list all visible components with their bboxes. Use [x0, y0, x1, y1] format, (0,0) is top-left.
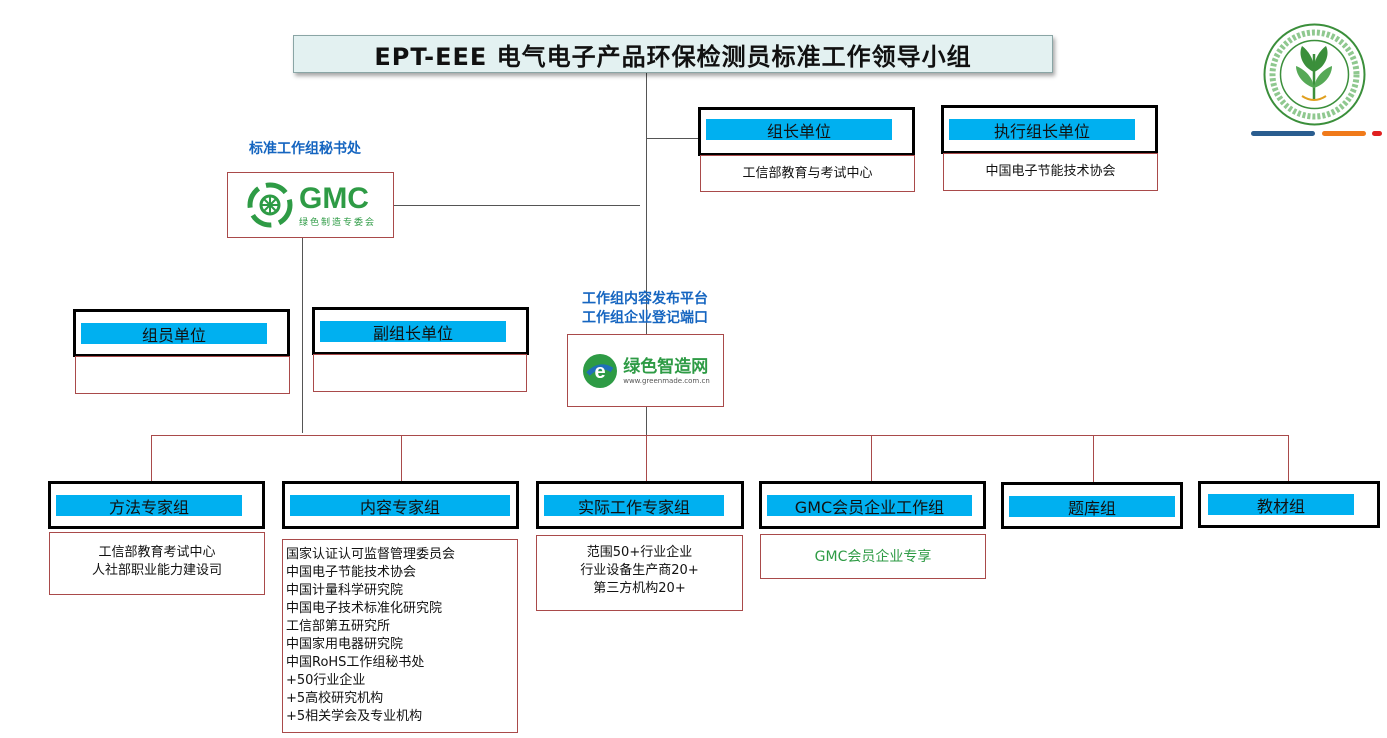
greenmade-logo-box: e 绿色智造网 www.greenmade.com.cn: [567, 334, 724, 407]
platform-label-line2: 工作组企业登记端口: [582, 310, 708, 326]
connector-groups-horizontal: [151, 435, 1289, 436]
content-group-line: +5相关学会及专业机构: [286, 709, 423, 724]
accent-bar-red: [1372, 131, 1382, 136]
method-group-line: 人社部职业能力建设司: [91, 563, 222, 578]
accent-bar-blue: [1251, 131, 1315, 136]
wheat-leaf-seal-icon: [1263, 23, 1366, 126]
content-group-line: 国家认证认可监督管理委员会: [286, 547, 456, 562]
practical-group-title: 实际工作专家组: [544, 495, 724, 517]
gmc-tagline: 绿色制造专委会: [298, 217, 376, 228]
exec-leader-header-box: 执行组长单位: [941, 105, 1158, 154]
textbook-group-header-box: 教材组: [1198, 481, 1380, 528]
vice-leader-header-box: 副组长单位: [312, 307, 529, 355]
gmc-member-group-title: GMC会员企业工作组: [767, 495, 972, 517]
member-content: [75, 356, 290, 394]
gmc-wordmark: GMC: [298, 181, 369, 215]
member-title: 组员单位: [81, 323, 267, 345]
content-group-line: 中国计量科学研究院: [286, 583, 404, 598]
content-group-line: 中国RoHS工作组秘书处: [286, 655, 425, 670]
exec-leader-title: 执行组长单位: [949, 119, 1135, 141]
connector-drop-5: [1093, 435, 1094, 482]
recycle-wheel-icon: [247, 182, 293, 228]
greenmade-url: www.greenmade.com.cn: [623, 376, 710, 385]
practical-group-line: 第三方机构20+: [593, 581, 686, 596]
connector-title-vertical: [646, 73, 647, 436]
leader-header-box: 组长单位: [698, 107, 915, 156]
content-group-line: 工信部第五研究所: [286, 619, 391, 634]
connector-drop-2: [401, 435, 402, 482]
association-logo: [1262, 22, 1367, 127]
content-group-title: 内容专家组: [290, 495, 510, 517]
connector-drop-3: [646, 435, 647, 482]
method-group-title: 方法专家组: [56, 495, 242, 517]
leader-title: 组长单位: [706, 119, 892, 141]
practical-group-line: 范围50+行业企业: [586, 545, 693, 560]
connector-drop-6: [1288, 435, 1289, 482]
content-group-line: +5高校研究机构: [286, 691, 384, 706]
content-group-content: 国家认证认可监督管理委员会 中国电子节能技术协会 中国计量科学研究院 中国电子技…: [282, 539, 518, 733]
connector-gmc-horizontal: [394, 205, 640, 206]
connector-gmc-vertical: [302, 237, 303, 433]
page-title: EPT-EEE 电气电子产品环保检测员标准工作领导小组: [293, 35, 1053, 73]
content-group-line: 中国家用电器研究院: [286, 637, 404, 652]
leader-content: 工信部教育与考试中心: [700, 155, 915, 192]
method-group-content: 工信部教育考试中心 人社部职业能力建设司: [49, 532, 265, 595]
secretariat-label: 标准工作组秘书处: [249, 141, 361, 157]
greenmade-e-icon: e: [583, 353, 618, 388]
exec-leader-content: 中国电子节能技术协会: [943, 153, 1158, 191]
vice-leader-title: 副组长单位: [320, 321, 506, 343]
connector-leader-horizontal: [646, 138, 700, 139]
content-group-line: +50行业企业: [286, 673, 366, 688]
accent-bar-orange: [1322, 131, 1366, 136]
content-group-line: 中国电子节能技术协会: [286, 565, 417, 580]
practical-group-line: 行业设备生产商20+: [580, 563, 699, 578]
textbook-group-title: 教材组: [1208, 494, 1354, 516]
question-bank-group-header-box: 题库组: [1001, 482, 1183, 529]
vice-leader-content: [313, 354, 527, 392]
connector-drop-1: [151, 435, 152, 482]
connector-drop-4: [871, 435, 872, 482]
method-group-line: 工信部教育考试中心: [98, 545, 216, 560]
content-group-line: 中国电子技术标准化研究院: [286, 601, 443, 616]
content-group-header-box: 内容专家组: [282, 481, 519, 529]
platform-label-line1: 工作组内容发布平台: [582, 291, 708, 307]
gmc-member-group-header-box: GMC会员企业工作组: [759, 481, 986, 529]
svg-text:e: e: [595, 361, 606, 383]
practical-group-content: 范围50+行业企业 行业设备生产商20+ 第三方机构20+: [536, 535, 743, 611]
gmc-member-group-content: GMC会员企业专享: [760, 534, 986, 579]
question-bank-group-title: 题库组: [1009, 496, 1175, 518]
method-group-header-box: 方法专家组: [48, 481, 265, 529]
greenmade-wordmark: 绿色智造网: [623, 356, 709, 377]
member-header-box: 组员单位: [73, 309, 290, 357]
gmc-logo-box: GMC 绿色制造专委会: [227, 172, 394, 238]
practical-group-header-box: 实际工作专家组: [536, 481, 744, 529]
platform-label: 工作组内容发布平台 工作组企业登记端口: [550, 290, 740, 328]
